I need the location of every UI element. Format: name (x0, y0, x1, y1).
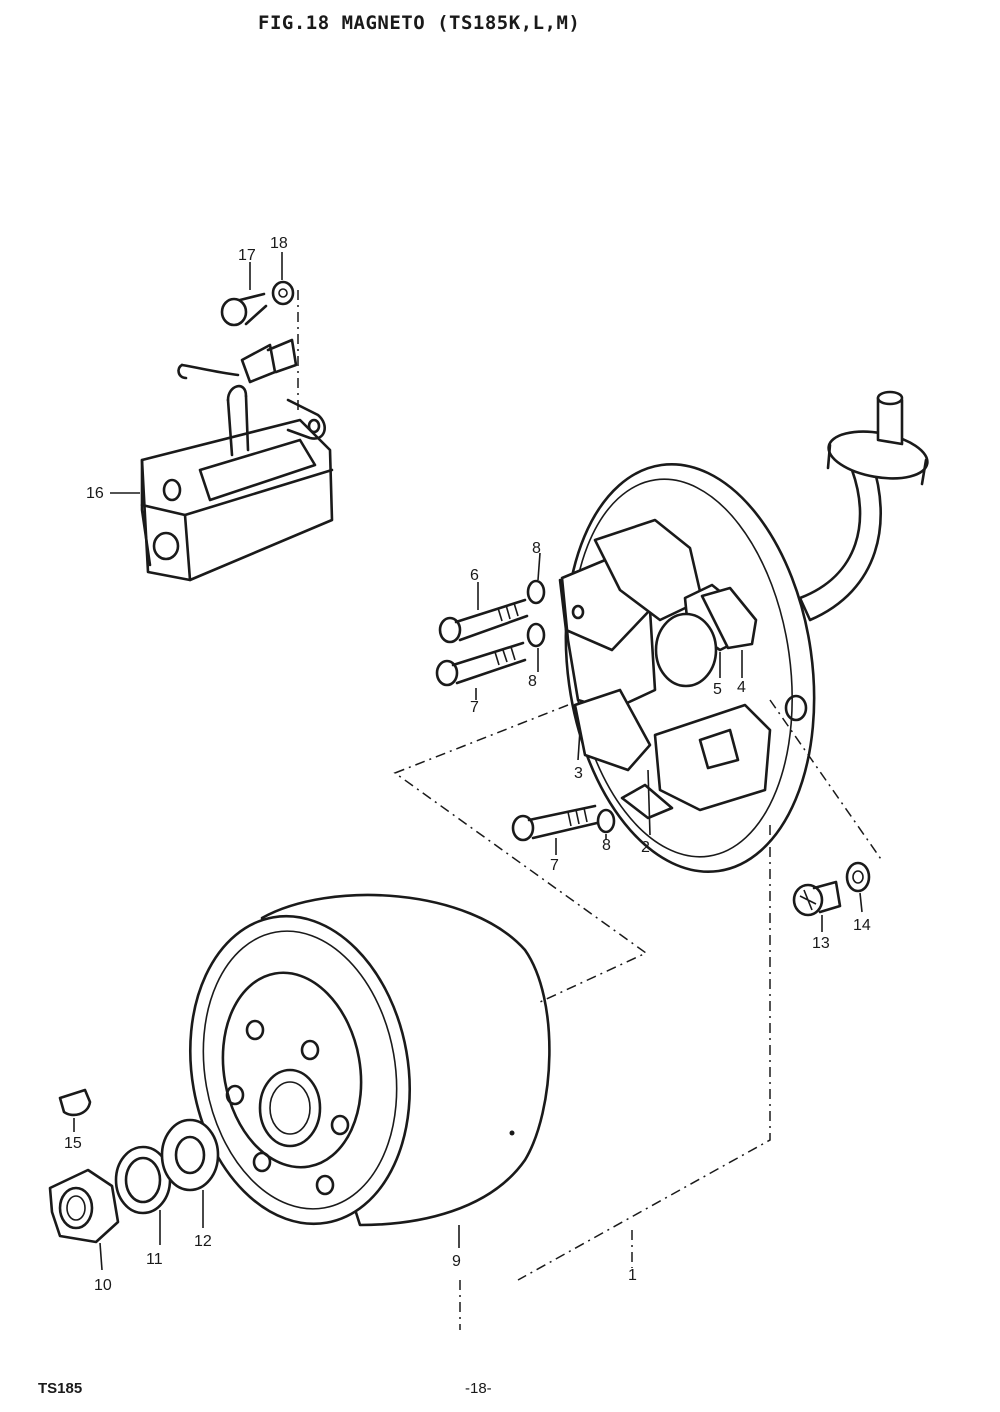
ignition-coil-part-16 (140, 290, 334, 582)
nut-part-10 (48, 1168, 120, 1244)
washer-part-14 (845, 861, 871, 893)
washer-part-8-a (526, 579, 546, 605)
callout-11: 11 (146, 1251, 163, 1268)
callout-13: 13 (812, 935, 830, 952)
assembly-reference-lines (393, 699, 884, 1330)
callout-10: 10 (94, 1277, 112, 1294)
rotor-flywheel-part-9 (188, 893, 551, 1227)
callout-6: 6 (470, 567, 479, 584)
callout-7-lower: 7 (550, 857, 559, 874)
bolt-part-17 (220, 292, 268, 327)
washer-part-8-c (596, 808, 616, 834)
callout-15: 15 (64, 1135, 82, 1152)
callout-3: 3 (574, 765, 583, 782)
callout-4: 4 (737, 679, 746, 696)
callout-14: 14 (853, 917, 871, 934)
callout-16: 16 (86, 485, 104, 502)
leader-lines (73, 252, 863, 1271)
woodruff-key-part-15 (58, 1088, 92, 1117)
callout-8-middle: 8 (528, 673, 537, 690)
screw-part-7-upper (435, 641, 527, 687)
screw-part-6 (438, 598, 529, 644)
lead-wire-grommet (798, 390, 929, 622)
screw-part-7-lower (511, 804, 599, 842)
model-code: TS185 (38, 1380, 83, 1397)
callout-17: 17 (238, 247, 256, 264)
callout-1: 1 (628, 1267, 637, 1284)
callout-2: 2 (641, 839, 650, 856)
page-number: -18- (465, 1380, 492, 1397)
callout-9: 9 (452, 1253, 461, 1270)
washer-part-11 (114, 1145, 172, 1215)
washer-part-12 (160, 1118, 220, 1192)
callout-7-upper: 7 (470, 699, 479, 716)
callout-18: 18 (270, 235, 288, 252)
lower-coil-part-2 (620, 703, 772, 820)
callout-12: 12 (194, 1233, 212, 1250)
figure-title: FIG.18 MAGNETO (TS185K,L,M) (258, 12, 581, 34)
callout-labels: 1 2 3 4 5 6 7 7 8 8 8 9 10 11 12 13 14 1… (64, 235, 871, 1294)
coil-part-4 (700, 586, 758, 650)
callout-8-top: 8 (532, 540, 541, 557)
screw-part-13 (792, 880, 842, 917)
washer-part-18 (271, 280, 295, 306)
callout-8-bottom: 8 (602, 837, 611, 854)
callout-5: 5 (713, 681, 722, 698)
washer-part-8-b (526, 622, 546, 648)
